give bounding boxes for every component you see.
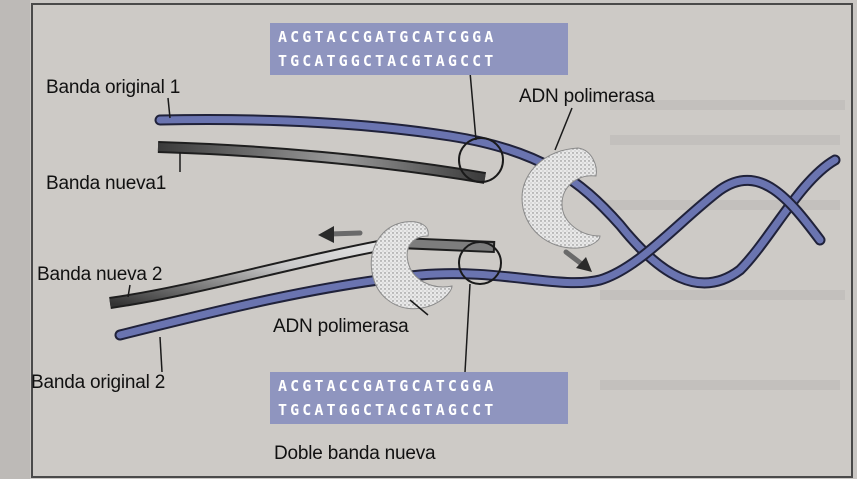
sequence-box-top: ACGTACCGATGCATCGGA TGCATGGCTACGTAGCCT xyxy=(270,23,568,75)
sequence-line-2: TGCATGGCTACGTAGCCT xyxy=(278,398,560,422)
label-new-1: Banda nueva1 xyxy=(46,173,166,195)
label-original-1: Banda original 1 xyxy=(46,77,180,99)
sequence-line-1: ACGTACCGATGCATCGGA xyxy=(278,374,560,398)
label-original-2: Banda original 2 xyxy=(31,372,165,394)
label-new-2: Banda nueva 2 xyxy=(37,264,162,286)
sequence-line-2: TGCATGGCTACGTAGCCT xyxy=(278,49,560,73)
label-polymerase-bottom: ADN polimerasa xyxy=(273,316,409,338)
label-polymerase-top: ADN polimerasa xyxy=(519,86,655,108)
sequence-box-bottom: ACGTACCGATGCATCGGA TGCATGGCTACGTAGCCT xyxy=(270,372,568,424)
label-double-new: Doble banda nueva xyxy=(274,443,435,465)
sequence-line-1: ACGTACCGATGCATCGGA xyxy=(278,25,560,49)
left-margin xyxy=(0,0,30,479)
